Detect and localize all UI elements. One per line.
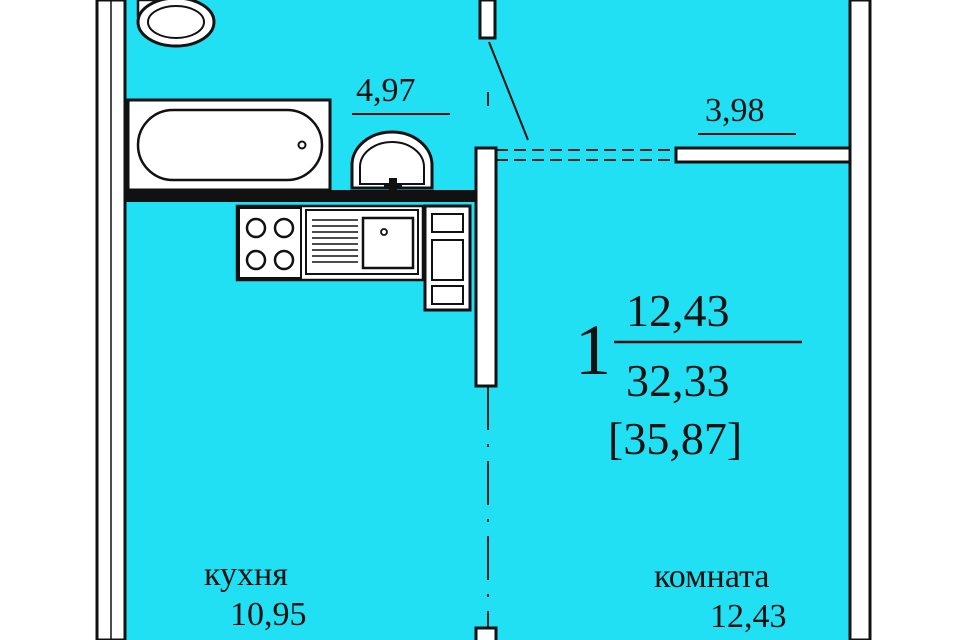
total-area-label: 32,33 [626,355,730,406]
room-count-label: 1 [575,310,611,390]
bathroom-area-label: 4,97 [356,72,416,109]
hall-partition-wall [674,146,852,164]
central-wall-middle [474,146,498,388]
total-with-balcony-label: [35,87] [608,413,743,464]
central-wall-upper [478,0,497,40]
bathtub-icon [126,98,332,192]
door-swing-line [488,41,529,141]
right-outer-wall [848,0,872,640]
bathroom-partition-wall [125,190,475,202]
kitchen-sink-icon [305,209,419,275]
living-area-label: 12,43 [626,285,730,336]
toilet-icon [136,0,216,48]
hall-area-label: 3,98 [705,92,765,129]
room-area-label: 12,43 [710,598,787,635]
stove-icon [238,207,302,279]
refrigerator-icon [423,204,472,312]
kitchen-name-label: кухня [204,556,288,593]
kitchen-area-label: 10,95 [230,596,307,633]
sink-icon [350,130,434,190]
central-wall-lower [474,626,498,640]
room-name-label: комната [654,558,770,595]
